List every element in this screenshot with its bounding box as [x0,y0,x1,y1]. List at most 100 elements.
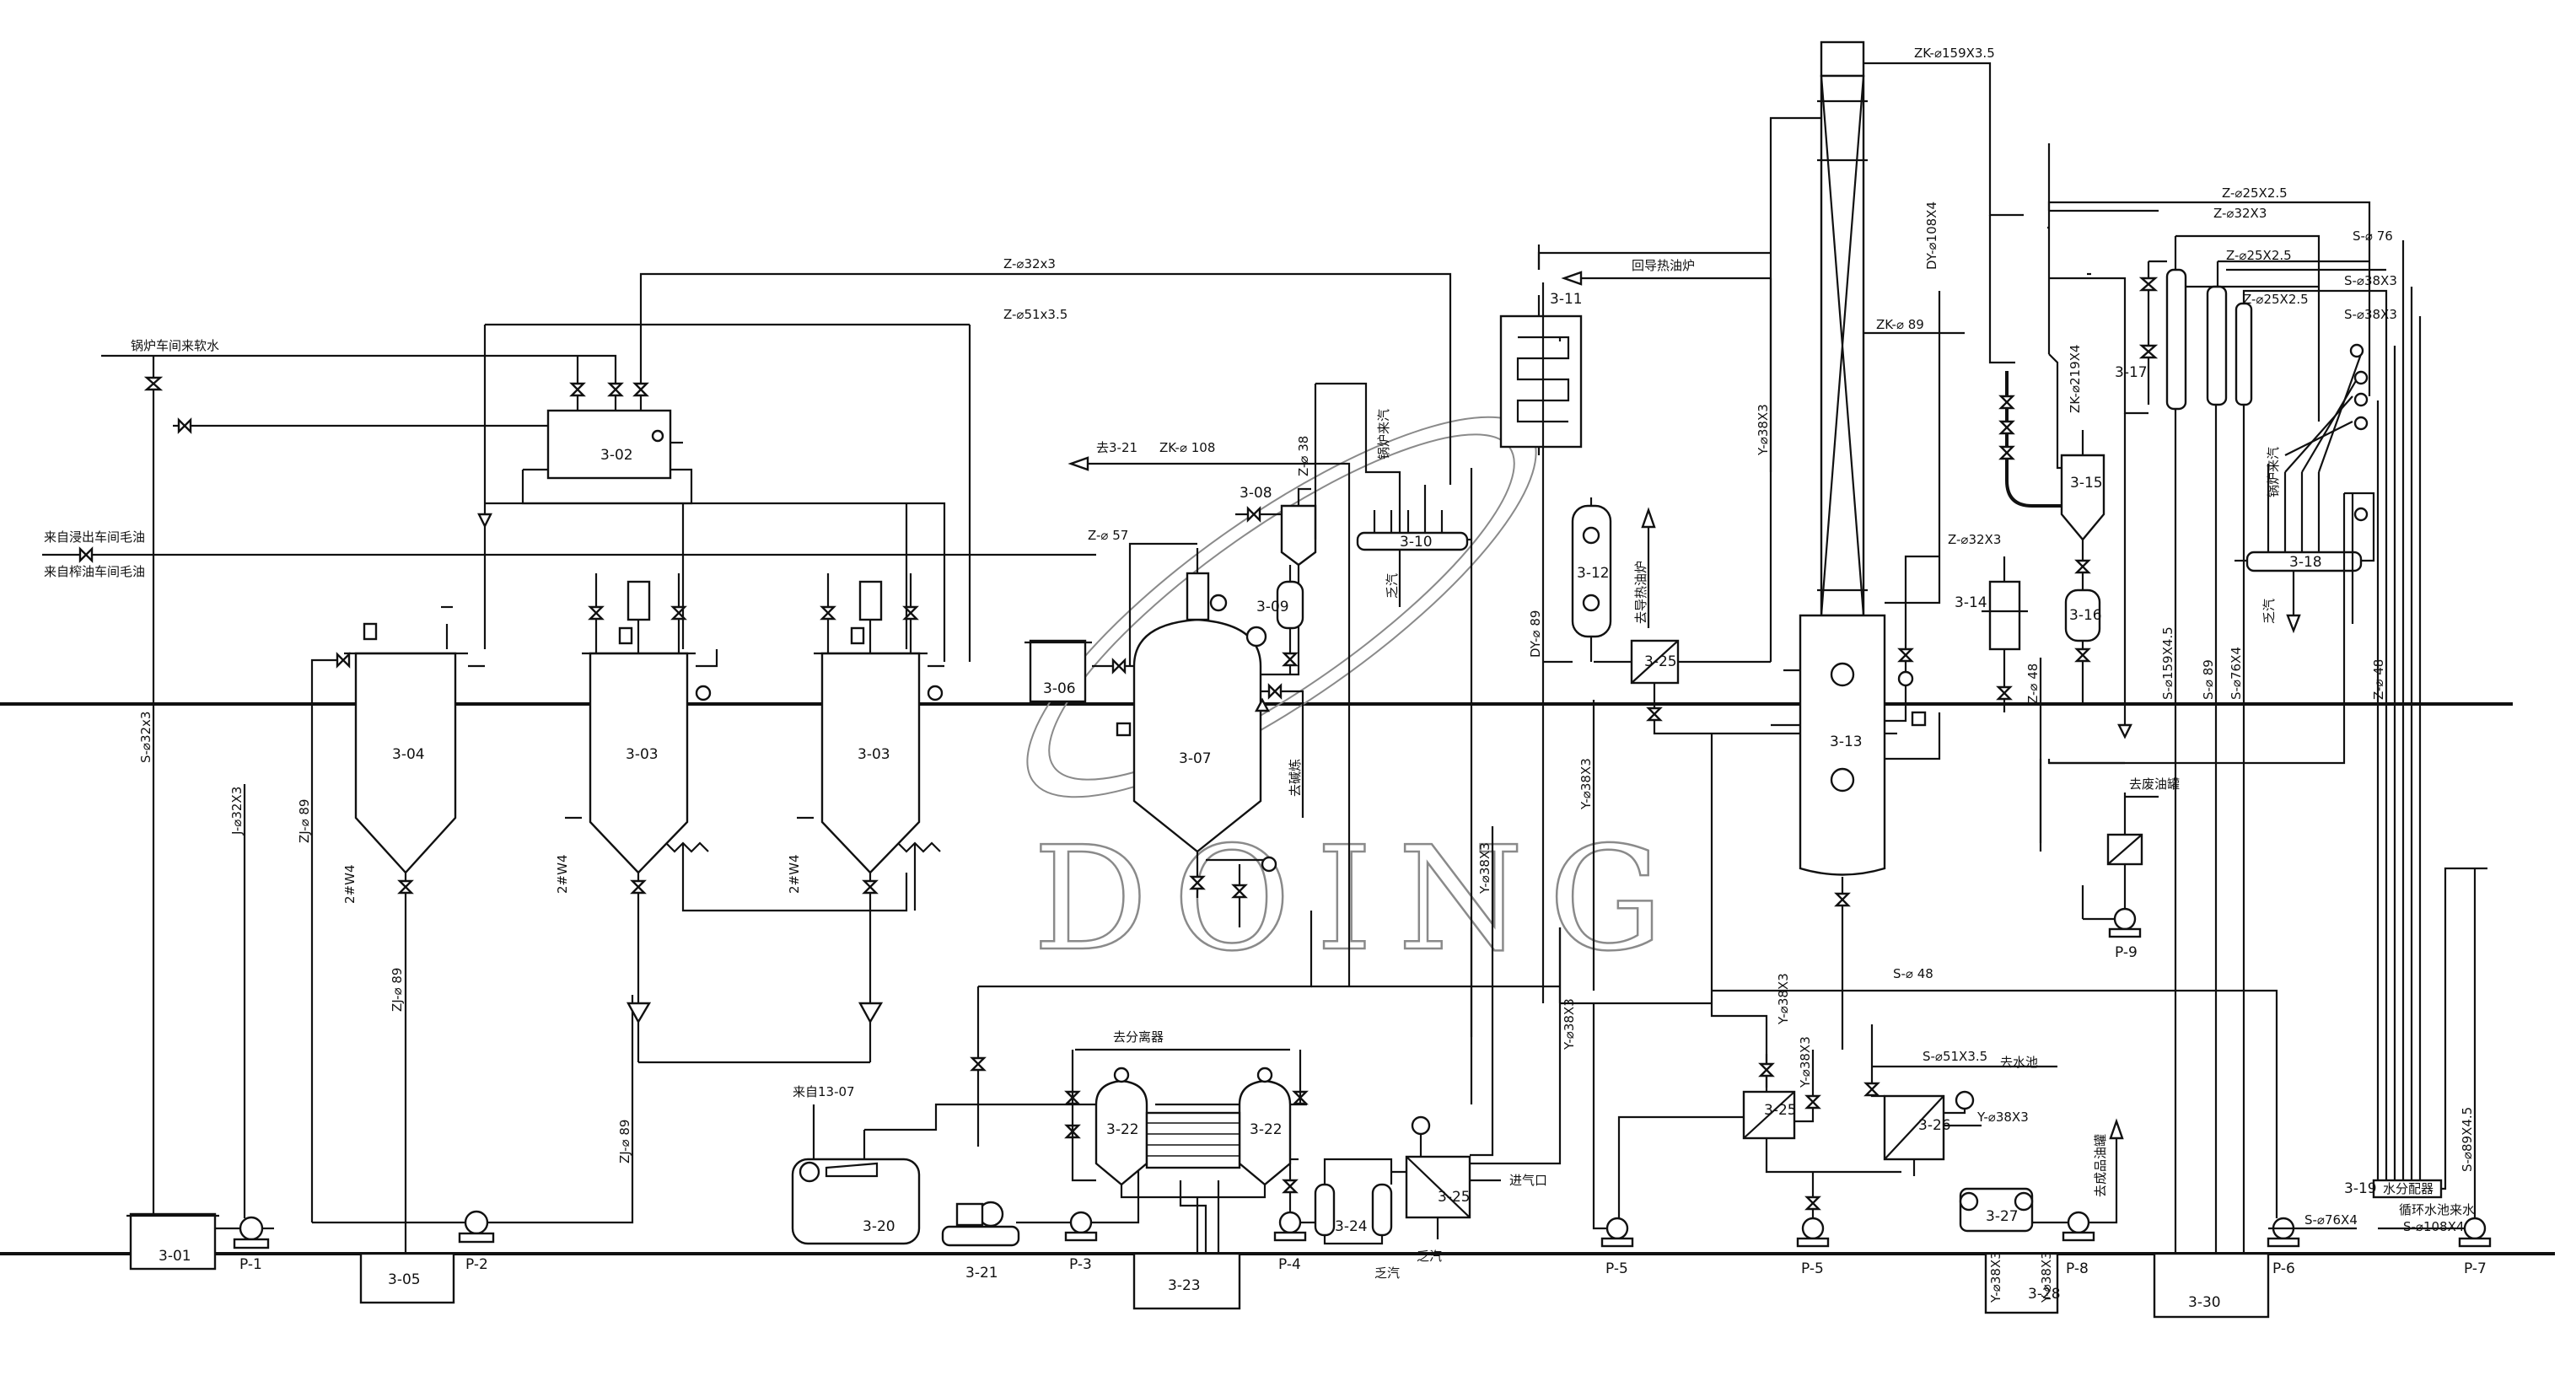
pipe-label-s51x35: S-⌀51X3.5 [1923,1049,1987,1064]
svg-text:P-8: P-8 [2066,1260,2089,1277]
svg-text:3-22: 3-22 [1250,1121,1283,1138]
pipe-label-z48a: Z-⌀ 48 [2025,664,2041,704]
pool-3-30: 3-30 [2153,1252,2270,1319]
svg-text:3-16: 3-16 [2069,607,2102,624]
pump-p-6: P-6 [2267,1217,2300,1277]
pipe-label-s89x45: S-⌀89X4.5 [2460,1107,2475,1172]
svg-text:3-14: 3-14 [1955,594,1987,611]
drain-label-c: 2#W4 [787,855,802,895]
pump-p-8: P-8 [2062,1211,2095,1277]
pipe-label-z38: Z-⌀ 38 [1296,436,1311,476]
svg-text:3-02: 3-02 [600,447,633,464]
svg-text:P-1: P-1 [239,1256,262,1273]
vessel-3-16: 3-16 [2064,588,2102,642]
drain-label-a: 2#W4 [342,865,358,905]
pump-p-7: P-7 [2458,1217,2492,1277]
svg-text:3-10: 3-10 [1400,534,1433,551]
svg-text:P-2: P-2 [465,1256,488,1273]
label-steam-a: 乏汽 [1385,573,1400,599]
pipe-label-j32x3: J-⌀32X3 [229,787,245,836]
vessel-3-24: 3-24 [1314,1183,1393,1237]
pipe-label-z32x3c: Z-⌀32X3 [2213,206,2267,221]
svg-text:3-03: 3-03 [858,746,890,763]
svg-text:3-01: 3-01 [159,1248,191,1265]
label-from-leach-oil: 来自浸出车间毛油 [44,529,145,545]
doing-watermark: DOING [1026,416,1688,984]
pipe-label-y38x3e: Y-⌀38X3 [1976,1110,2029,1125]
header-3-10: 3-10 [1356,531,1469,551]
svg-text:3-06: 3-06 [1043,680,1076,697]
pipe-label-z25x25c: Z-⌀25X2.5 [2243,292,2309,307]
vacuum-pump-3-21: 3-21 [941,1201,1020,1282]
pipe-label-z25x25b: Z-⌀25X2.5 [2226,248,2292,263]
svg-text:3-22: 3-22 [1106,1121,1139,1138]
pump-p-5-a: P-5 [1600,1217,1634,1277]
label-back-to-furnace: 回导热油炉 [1632,258,1695,273]
pipe-label-to-alkali: 去碱炼 [1288,759,1303,797]
pipe-label-s76x4b: S-⌀76X4 [2304,1212,2358,1228]
pipe-label-z32x3b: Z-⌀32X3 [1948,532,2001,547]
exchanger-3-25-b: 3-25 [1742,1090,1797,1140]
pipe-label-y38x3d: Y-⌀38X3 [1798,1036,1813,1088]
vessel-3-09: 3-09 [1256,580,1304,630]
pipe-label-s48: S-⌀ 48 [1893,966,1933,981]
pipe-label-y38x3b: Y-⌀38X3 [1578,758,1594,810]
svg-text:3-08: 3-08 [1240,485,1272,502]
drain-label-b: 2#W4 [555,855,570,895]
vessel-3-15: 3-15 [2060,454,2105,541]
svg-text:P-5: P-5 [1801,1260,1824,1277]
svg-text:P-6: P-6 [2272,1260,2295,1277]
label-to-waste-oil: 去废油罐 [2129,776,2180,792]
pump-p-3: P-3 [1064,1211,1098,1273]
pipe-label-s159: S-⌀159X4.5 [2160,626,2175,700]
condenser-3-17: 3-17 [2115,268,2253,411]
svg-text:3-26: 3-26 [1918,1117,1951,1134]
svg-text:P-7: P-7 [2464,1260,2487,1277]
pump-p-2: P-2 [458,1210,495,1273]
pipe-label-zj89b: ZJ-⌀ 89 [390,968,405,1012]
label-from-13-07: 来自13-07 [793,1084,855,1099]
label-boiler-water: 锅炉车间来软水 [131,338,219,353]
watermark-text: DOING [1033,816,1688,983]
svg-text:P-3: P-3 [1069,1256,1092,1273]
pipe-label-dy89: DY-⌀ 89 [1528,610,1543,658]
exchanger-3-26: 3-25 [1630,639,1680,685]
svg-text:3-28: 3-28 [2028,1286,2061,1303]
pipe-label-zj89a: ZJ-⌀ 89 [297,799,312,843]
pipe-label-z57: Z-⌀ 57 [1088,528,1128,543]
pump-p-4: P-4 [1273,1211,1307,1273]
svg-text:P-9: P-9 [2115,944,2138,961]
svg-text:3-19: 3-19 [2344,1180,2377,1197]
svg-text:3-04: 3-04 [392,746,425,763]
svg-text:P-4: P-4 [1278,1256,1301,1273]
pipe-label-zk159: ZK-⌀159X3.5 [1914,46,1995,61]
label-from-press-oil: 来自榨油车间毛油 [44,564,145,579]
pipe-label-zk89: ZK-⌀ 89 [1876,317,1924,332]
tank-3-06: 3-06 [1024,639,1092,703]
vessel-3-08: 3-08 [1240,485,1317,567]
pipe-label-zj89c: ZJ-⌀ 89 [617,1120,632,1163]
tank-3-20: 3-20 [791,1158,921,1245]
svg-text:3-30: 3-30 [2188,1294,2221,1311]
tank-3-03-b: 3-03 [814,580,928,874]
tank-3-05: 3-05 [359,1252,455,1304]
deodorizer-3-13: 3-13 [1799,40,1886,876]
label-steam-d: 乏汽 [1374,1265,1400,1281]
pipe-label-z25x25a: Z-⌀25X2.5 [2222,185,2288,201]
distributor-3-19: 水分配器 3-19 [2344,1179,2443,1199]
tank-3-04: 3-04 [344,622,468,874]
label-steam-b: 乏汽 [1417,1249,1442,1264]
svg-text:3-24: 3-24 [1335,1218,1368,1235]
pipe-label-y38x3h: Y-⌀38X3 [1477,842,1492,895]
pump-p-5-b: P-5 [1796,1217,1830,1277]
pipe-label-zk219: ZK-⌀219X4 [2068,345,2083,413]
pipe-label-zk108: ZK-⌀ 108 [1159,440,1215,455]
tank-3-03-a: 3-03 [582,580,696,874]
svg-text:3-17: 3-17 [2115,364,2148,381]
coil-3-11: 3-11 [1499,291,1583,449]
svg-text:3-18: 3-18 [2289,554,2322,571]
label-heat-oil-in: 去导热油炉 [1633,561,1648,624]
filter-3-22-b: 3-22 [1238,1079,1292,1186]
vessel-3-12: 3-12 [1571,504,1612,638]
